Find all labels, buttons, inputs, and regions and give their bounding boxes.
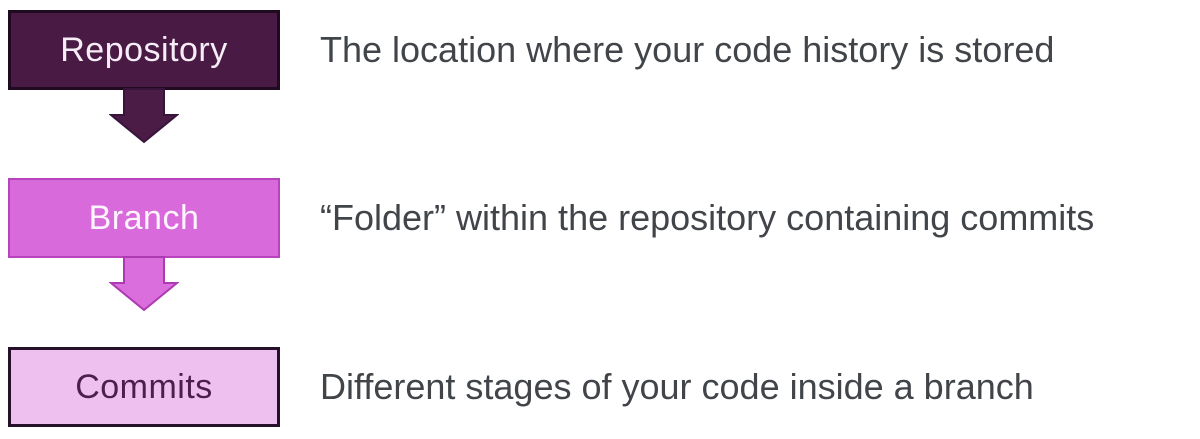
branch-description: “Folder” within the repository containin…: [320, 197, 1095, 238]
repository-box: Repository: [8, 10, 280, 90]
commits-box-label: Commits: [75, 367, 213, 406]
repository-description: The location where your code history is …: [320, 29, 1055, 70]
branch-box: Branch: [8, 178, 280, 258]
repository-box-label: Repository: [60, 30, 228, 69]
arrow-down-icon: [109, 256, 179, 312]
branch-box-label: Branch: [88, 198, 200, 237]
commits-box: Commits: [8, 347, 280, 427]
commits-description: Different stages of your code inside a b…: [320, 366, 1034, 407]
arrow-down-icon: [109, 88, 179, 144]
